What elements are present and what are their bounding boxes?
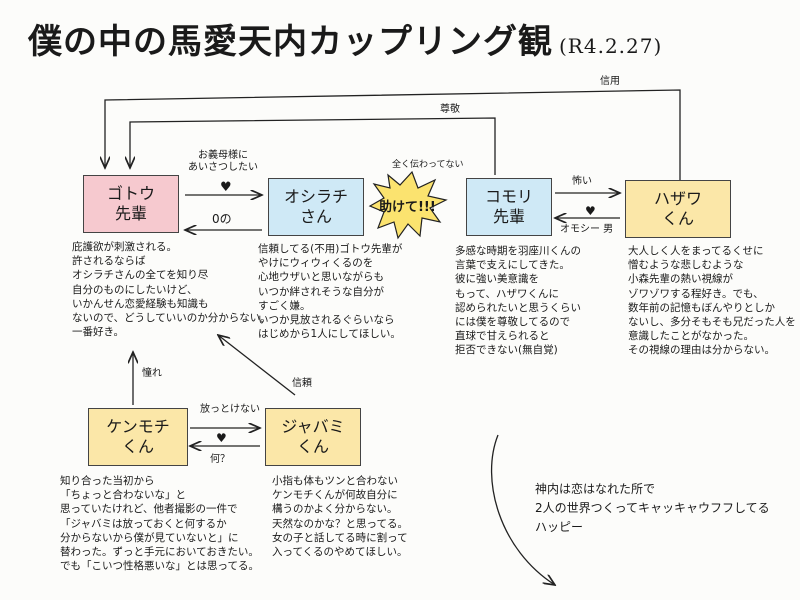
label-zero: 0の <box>212 212 232 226</box>
label-shinyo: 信用 <box>600 76 620 87</box>
note-bottom: 神内は恋はなれた所で 2人の世界つくってキャッキャウフフしてる ハッピー <box>535 482 770 535</box>
label-sonkei: 尊敬 <box>440 104 460 115</box>
heart-goto-oshiro: ♥ <box>220 180 232 195</box>
page-title: 僕の中の馬愛天内カップリング観(R4.2.27) <box>28 22 663 62</box>
label-nani: 何？ <box>210 454 230 465</box>
label-shinrai: 信頼 <box>292 378 312 389</box>
note-hazawa: 大人しく人をまってるくせに 憎むような悲しむような 小森先輩の熱い視線が ゾワゾ… <box>628 245 796 357</box>
box-javami: ジャバミ くん <box>265 408 361 466</box>
heart-komori-hazawa: ♥ <box>585 204 596 218</box>
label-sukuwarete: 全く伝わってない <box>392 160 464 170</box>
note-komori: 多感な時期を羽座川くんの 言葉で支えにしてきた。 彼に強い美意識を もって、ハザ… <box>455 245 581 357</box>
label-akogare: 憧れ <box>142 368 162 379</box>
burst-label: 助けて!!! <box>379 200 436 215</box>
label-okaasama: お義母様に あいさつしたい <box>188 150 258 173</box>
label-oshiroi: オモシー 男 <box>560 224 614 235</box>
label-hottokenai: 放っとけない <box>200 404 260 415</box>
box-kenmochi: ケンモチ くん <box>88 408 188 466</box>
note-oshiro: 信頼してる(不用)ゴトウ先輩が やけにウィウィくるのを 心地ウザいと思いながらも… <box>258 243 403 341</box>
note-javami: 小指も体もツンと合わない ケンモチくんが何故自分に 構うのかよく分からない。 天… <box>272 475 408 558</box>
arrow-bottom-curve <box>490 434 555 585</box>
box-goto: ゴトウ 先輩 <box>83 175 179 233</box>
burst-shape <box>368 170 448 240</box>
box-oshiro: オシラチ さん <box>268 178 364 236</box>
heart-kenmochi-javami: ♥ <box>216 431 227 445</box>
arrow-hazawa-to-goto-shinyo <box>105 89 681 182</box>
box-komori: コモリ 先輩 <box>466 178 552 236</box>
arrow-javami-to-oshiro <box>218 335 296 396</box>
note-kenmochi: 知り合った当初から 「ちょっと合わないな」と 思っていたけれど、他者撮影の一件で… <box>60 475 259 573</box>
label-kowai: 怖い <box>572 176 592 187</box>
page-date: (R4.2.27) <box>559 34 663 58</box>
note-goto: 庇護欲が刺激される。 許されるならば オシラチさんの全てを知り尽 自分のものにし… <box>72 241 271 339</box>
box-hazawa: ハザワ くん <box>625 180 731 238</box>
arrow-komori-to-goto-sonkei <box>130 117 496 175</box>
